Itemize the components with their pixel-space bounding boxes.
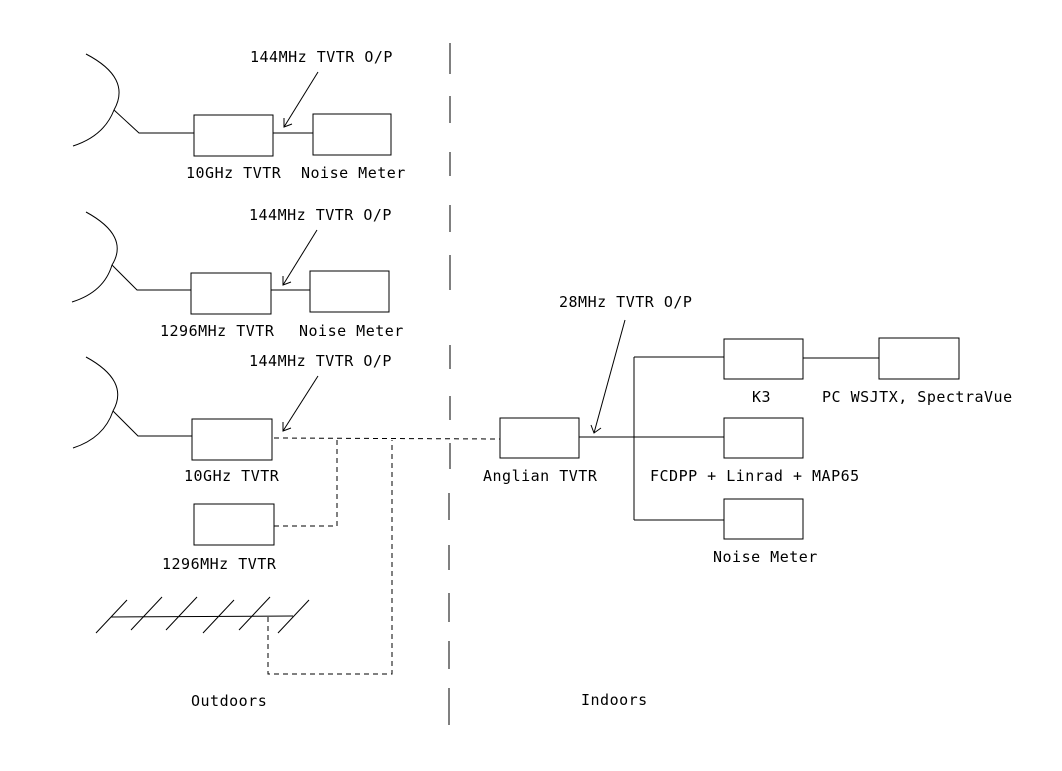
noise-meter-box [723, 498, 804, 540]
indoors-label: Indoors [581, 691, 648, 709]
pc-label: PC WSJTX, SpectraVue [822, 388, 1013, 406]
transverter-box [191, 418, 273, 461]
transverter-label: 10GHz TVTR [186, 164, 282, 182]
noise-meter-box [312, 113, 392, 156]
indoor-section: Anglian TVTR 28MHz TVTR O/P K3 FCDPP + L… [483, 293, 1013, 566]
dish-icon [72, 356, 119, 449]
arrow-icon [283, 71, 319, 128]
k3-box [723, 338, 804, 380]
k3-label: K3 [752, 388, 771, 406]
fcdpp-label: FCDPP + Linrad + MAP65 [650, 467, 860, 485]
arrow-icon [282, 229, 318, 286]
outdoor-indoor-divider [448, 43, 451, 725]
chain-3: 10GHz TVTR 144MHz TVTR O/P [72, 352, 392, 485]
output-annotation: 144MHz TVTR O/P [249, 352, 392, 370]
anglian-transverter-box [499, 417, 580, 459]
dish-feed [111, 264, 191, 291]
arrow-icon [590, 319, 626, 434]
dish-feed [112, 410, 192, 437]
transverter-box [193, 503, 275, 546]
output-annotation: 144MHz TVTR O/P [250, 48, 393, 66]
pc-box [878, 337, 960, 380]
transverter-label: 1296MHz TVTR [160, 322, 275, 340]
noise-meter-label: Noise Meter [713, 548, 818, 566]
noise-meter-label: Noise Meter [299, 322, 404, 340]
noise-meter-label: Noise Meter [301, 164, 406, 182]
extra-transverter: 1296MHz TVTR [162, 503, 277, 573]
arrow-icon [282, 375, 319, 432]
chain-2: 1296MHz TVTR Noise Meter 144MHz TVTR O/P [71, 206, 404, 340]
yagi-icon [95, 596, 310, 634]
anglian-transverter-label: Anglian TVTR [483, 467, 598, 485]
transverter-box [190, 272, 272, 315]
dish-icon [71, 211, 118, 303]
dish-icon [72, 53, 120, 147]
transverter-box [193, 114, 274, 157]
dish-feed [113, 109, 194, 134]
outdoors-label: Outdoors [191, 692, 267, 710]
fcdpp-box [723, 417, 804, 459]
output-annotation: 28MHz TVTR O/P [559, 293, 692, 311]
noise-meter-box [309, 270, 390, 313]
coax-dashed-feeds [267, 437, 501, 675]
transverter-label: 1296MHz TVTR [162, 555, 277, 573]
transverter-label: 10GHz TVTR [184, 467, 280, 485]
chain-1: 10GHz TVTR Noise Meter 144MHz TVTR O/P [72, 48, 406, 182]
output-annotation: 144MHz TVTR O/P [249, 206, 392, 224]
